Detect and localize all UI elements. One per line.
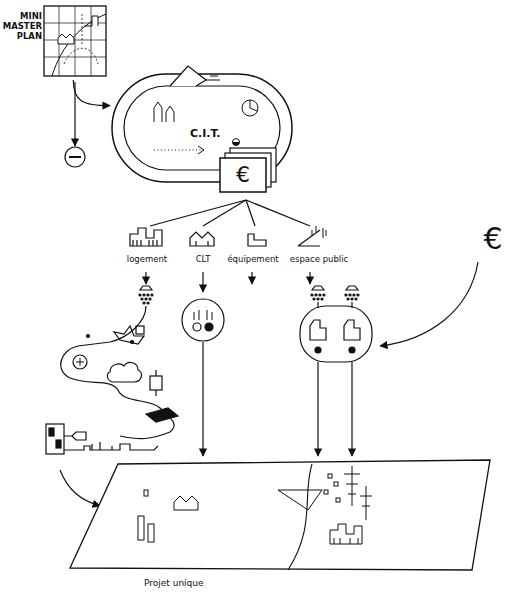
logement-icon	[130, 228, 162, 246]
cit-loop: C.I.T. €	[110, 72, 294, 184]
euro-card-stack: €	[220, 148, 278, 194]
node-text: C.I.T.	[190, 128, 230, 141]
project-plane: Projet unique	[66, 456, 512, 596]
flow-arrow	[73, 80, 110, 106]
funding-arrow	[380, 262, 478, 346]
category-label: CLT	[183, 255, 223, 265]
espace-public-icon	[298, 226, 326, 246]
node-text: MINI MASTER PLAN	[2, 12, 42, 41]
fan-lines	[150, 200, 310, 226]
category-label: équipement	[222, 255, 284, 265]
category-label: logement	[122, 255, 172, 265]
node-text: €	[220, 162, 266, 187]
project-plane-shape	[66, 456, 512, 596]
funding-capsule	[300, 302, 372, 362]
plan-arrow	[60, 470, 100, 506]
master-plan-node-shape	[2, 4, 110, 80]
logement-process	[46, 306, 178, 454]
spray-icons	[139, 286, 359, 304]
euro-sign: €	[476, 222, 510, 257]
clt-circle	[182, 299, 224, 341]
category-arrows	[146, 272, 310, 292]
equipement-icon	[248, 234, 266, 246]
node-text: Projet unique	[144, 578, 264, 588]
master-plan-node: MINI MASTER PLAN	[2, 4, 110, 80]
clt-icon	[190, 232, 214, 246]
down-arrows	[203, 342, 352, 456]
category-label: espace public	[284, 255, 354, 265]
minus-branch	[65, 82, 85, 167]
